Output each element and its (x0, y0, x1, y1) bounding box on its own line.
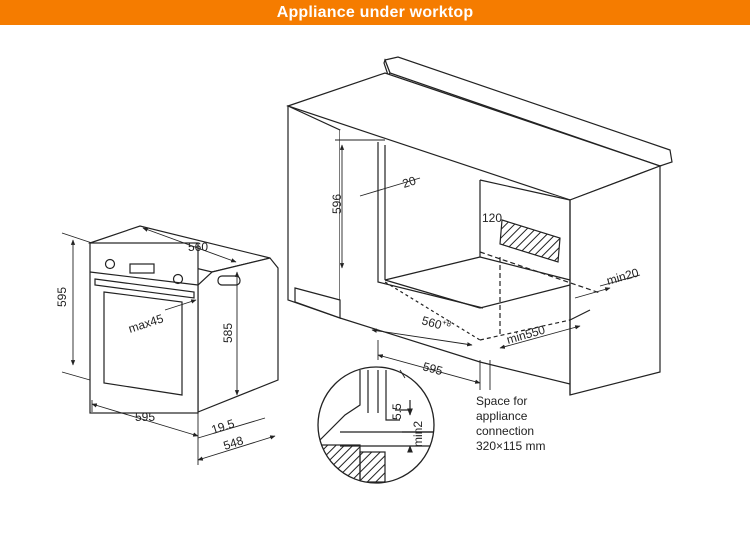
cabinet-gap-label: 20 (401, 173, 418, 191)
oven-dimensions (61, 227, 276, 465)
connection-note: Space for appliance connection 320×115 m… (476, 394, 546, 453)
detail-leader (399, 369, 406, 379)
oven-width-label: 595 (135, 410, 155, 424)
oven-door-offset-label: 19.5 (210, 416, 237, 437)
detail-circle: 5.5 min2 (317, 366, 435, 484)
note-line-4: 320×115 mm (476, 439, 546, 453)
cabinet-dimensions (335, 139, 641, 390)
cabinet-width-label: 595 (421, 359, 444, 378)
detail-dim-b-label: min2 (411, 421, 425, 447)
cabinet-depth-label: 560+8 (420, 312, 453, 334)
cabinet-height-label: 596 (330, 194, 344, 214)
note-line-2: appliance (476, 409, 528, 423)
cabinet-vent-label: 120 (482, 211, 502, 225)
detail-dim-a-label: 5.5 (390, 403, 404, 420)
vent-opening (499, 219, 561, 263)
title-banner: Appliance under worktop (0, 0, 750, 25)
oven-inner-height-label: 585 (221, 323, 235, 343)
oven-drawing (87, 225, 279, 414)
page-title: Appliance under worktop (276, 3, 474, 21)
note-line-3: connection (476, 424, 534, 438)
oven-height-label: 595 (55, 287, 69, 307)
oven-total-depth-label: 548 (222, 433, 246, 453)
cabinet-drawing (286, 56, 673, 396)
note-line-1: Space for (476, 394, 527, 408)
oven-top-depth-label: 560 (188, 240, 208, 254)
